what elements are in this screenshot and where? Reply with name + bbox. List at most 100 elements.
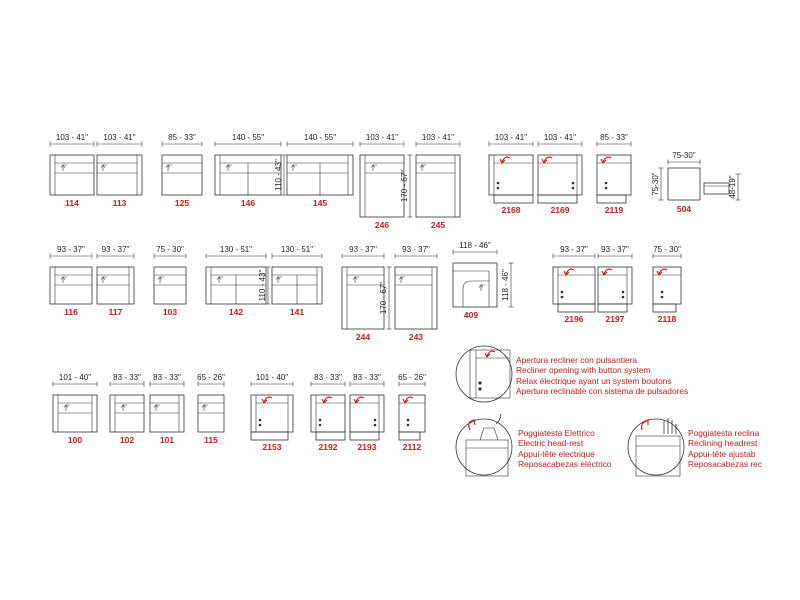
arrow-head [60,276,66,280]
arrow-head [100,164,106,168]
headrest-arrow [565,268,575,275]
button-dot [660,290,664,294]
legend-chair [469,349,511,399]
button-dot [406,423,410,427]
width-label: 75 - 30" [653,245,681,254]
footrest-outline [315,431,346,441]
arrow-head [63,404,69,408]
width-label: 75-30" [672,151,695,160]
legend-line: Reposacabezas eléctrico [518,459,612,470]
legend-circle [455,345,513,403]
sofa-module-2197: 2197 93 - 37" [597,245,633,324]
arrow-head [275,276,281,280]
width-label: 130 - 51" [220,245,252,254]
button-dot [258,418,262,422]
width-label: 103 - 41" [103,133,135,142]
button-dot [560,290,564,294]
footrest-outline [398,431,421,441]
headrest-arrow-head [541,158,548,164]
module-code: 2196 [565,314,584,324]
headrest-arrow-head [563,270,570,276]
legend-chair [465,439,509,477]
module-outline [49,154,95,196]
module-outline [341,266,385,330]
arrow-head [290,164,296,168]
arrow-head [157,276,163,280]
module-outline [359,154,405,218]
headrest-arrow-head [656,270,663,276]
arrow-head [370,164,376,168]
module-code: 115 [204,435,218,445]
module-code: 2118 [658,314,677,324]
width-label: 75 - 30" [156,245,184,254]
module-code: 2168 [502,205,521,215]
footrest-outline [652,303,677,313]
width-label: 93 - 37" [601,245,629,254]
button-dot [621,295,625,299]
module-outline [52,394,98,433]
arrow-head [100,276,106,280]
depth-label: 75-30" [651,172,660,195]
headrest-arrow-head [601,270,608,276]
headrest-arrow [603,268,613,275]
headrest-arrow [486,350,496,357]
button-dot [318,418,322,422]
width-label: 140 - 55" [304,133,336,142]
arrow-head [352,276,358,280]
sofa-module-103: 103 75 - 30" [153,245,187,317]
module-code: 102 [120,435,134,445]
sofa-module-409: 118 - 46"118 - 46"409 [452,241,514,320]
depth-label: 170 - 67" [379,282,388,314]
legend-electric-headrest-icon [455,413,513,477]
legend-electric-headrest-text: Poggiatesta Elettrico Electric head-rest… [518,428,612,470]
headrest-arrow [543,156,553,163]
legend-circle [455,418,513,476]
arrow-head [120,404,126,408]
footrest-outline [597,303,628,313]
module-code: 243 [409,332,423,342]
module-code: 2197 [606,314,625,324]
button-dot [406,418,410,422]
headrest-arrow [263,396,273,403]
width-label: 118 - 46" [459,241,491,250]
button-dot [478,387,482,391]
width-label: 103 - 41" [56,133,88,142]
module-outline [109,394,145,433]
module-code: 145 [313,198,327,208]
module-outline [153,266,187,305]
module-code: 246 [375,220,389,230]
sofa-module-125: 125 85 - 33" [161,133,203,208]
corner-seat [462,280,489,307]
arrow-head [478,284,484,288]
sofa-module-145: 145 140 - 55" [286,133,354,208]
module-code: 125 [175,198,189,208]
module-code: 245 [431,220,445,230]
module-outline [394,266,438,330]
legend-line: Reclining headrest [688,438,758,449]
width-label: 85 - 33" [168,133,196,142]
module-code: 2112 [403,442,422,452]
module-outline [398,394,426,433]
headrest-arrow-head [499,158,506,164]
arrow-head [216,276,222,280]
button-dot [571,181,575,185]
module-code: 103 [163,307,177,317]
arrow-head [153,404,159,408]
legend-reclining-headrest-text: Poggiatesta reclina Reclining headrest A… [688,428,762,470]
module-code: 146 [241,198,255,208]
module-code: 101 [160,435,174,445]
module-code: 2153 [263,442,282,452]
sofa-module-114: 114 103 - 41" [49,133,95,208]
headrest-arrow-head [321,398,328,404]
footrest-outline [349,431,380,441]
module-code: 114 [65,198,79,208]
